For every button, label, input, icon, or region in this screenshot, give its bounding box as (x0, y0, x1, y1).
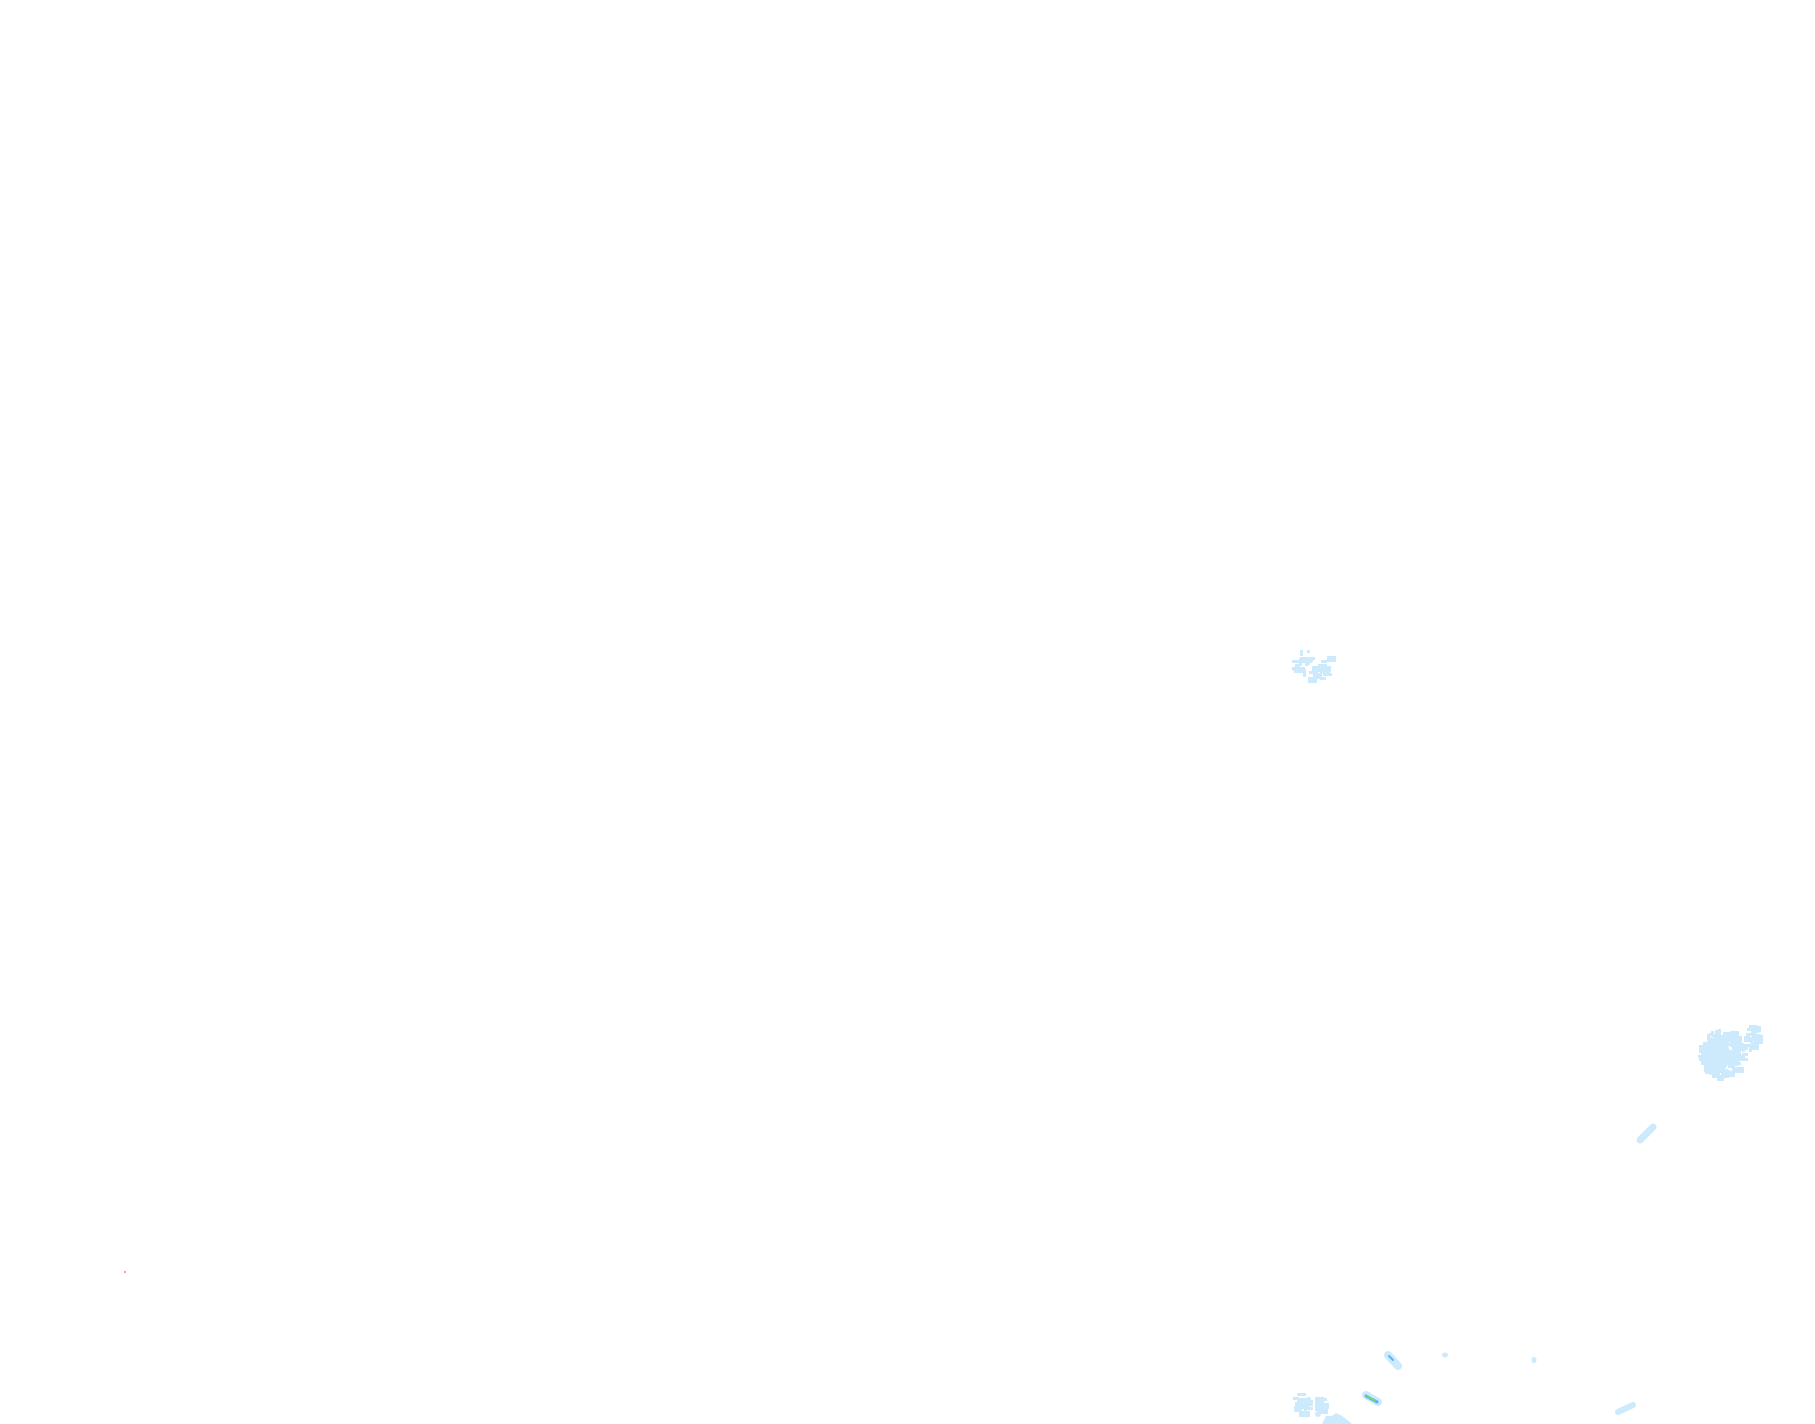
rain-cell (1327, 656, 1336, 662)
rain-cell (1321, 667, 1324, 670)
rain-cell (1297, 1393, 1306, 1396)
rain-cell (1728, 1058, 1737, 1061)
rain-cell (1723, 1032, 1732, 1035)
rain-cell (1732, 1048, 1741, 1054)
rain-cell (1307, 650, 1310, 653)
rain-cell (1320, 677, 1326, 680)
rain-cell (1729, 1071, 1735, 1077)
rain-cell (1754, 1041, 1763, 1044)
rain-cell (1707, 1034, 1710, 1040)
rain-cell (1307, 1397, 1310, 1400)
rain-cell (1312, 666, 1315, 669)
rain-core (1388, 1355, 1394, 1361)
rain-cell (1303, 671, 1306, 677)
rain-cell (1712, 1034, 1721, 1037)
rain-cell (1305, 663, 1308, 666)
rain-cell (1327, 670, 1330, 673)
rain-cell (1299, 1402, 1302, 1408)
rain-cell (1738, 1044, 1747, 1047)
rain-cell (1306, 1403, 1309, 1409)
rain-cell (1300, 650, 1303, 656)
rain-cell (1723, 1075, 1729, 1078)
rain-cell (1753, 1035, 1762, 1041)
rain-core-moderate (1366, 1395, 1376, 1402)
rain-cell (1317, 1404, 1326, 1407)
medium-precipitation-layer (1364, 1355, 1394, 1404)
rain-cell (1709, 1033, 1712, 1036)
rain-cell (1702, 1037, 1730, 1073)
rain-cell (1299, 667, 1305, 673)
rain-cell (1740, 1047, 1743, 1050)
rain-cell (1295, 664, 1298, 667)
rain-cell (1309, 671, 1318, 674)
rain-cell (1321, 660, 1327, 663)
rain-cell (1531, 1357, 1537, 1363)
rain-cell (1729, 1050, 1732, 1053)
rain-cell (1714, 1075, 1717, 1078)
rain-cell (1719, 1035, 1728, 1041)
rain-cell (1739, 1058, 1748, 1061)
rain-cell (1747, 1033, 1756, 1036)
rain-cell (1313, 673, 1322, 679)
rain-cell (1735, 1067, 1744, 1073)
rain-cell (1739, 1036, 1742, 1039)
rain-cell (1294, 1406, 1300, 1412)
rain-cell (1308, 679, 1311, 682)
rain-cell (1733, 1054, 1739, 1057)
rain-cell (1730, 1041, 1736, 1047)
rain-cell (1732, 1045, 1741, 1048)
rain-cell (1749, 1025, 1758, 1031)
light-precipitation-layer (1292, 650, 1763, 1424)
rain-cell (1732, 1062, 1741, 1065)
rain-cell (1747, 1028, 1750, 1031)
rain-cell (1312, 657, 1315, 660)
rain-cell (1701, 1062, 1704, 1065)
rain-band (1636, 1123, 1657, 1144)
rain-cell (1727, 1061, 1736, 1064)
rain-cell (1718, 1029, 1721, 1035)
rain-cell (1750, 1037, 1753, 1043)
location-marker-layer (124, 1271, 126, 1273)
rain-cell (1728, 1036, 1731, 1042)
rain-band (1615, 1402, 1636, 1415)
rain-cell (1738, 1046, 1741, 1049)
rain-cell (1728, 1062, 1734, 1068)
rain-cell (1739, 1047, 1748, 1050)
rain-cell (1717, 1075, 1723, 1078)
rain-cell (1303, 1405, 1306, 1408)
rain-cell (1721, 1070, 1730, 1076)
rain-cell (1292, 660, 1301, 663)
rain-cell (1751, 1030, 1757, 1033)
rain-cell (1316, 669, 1322, 672)
rain-cell (1315, 1411, 1321, 1417)
rain-cell (1294, 667, 1300, 673)
rain-cell (1742, 1053, 1748, 1056)
rain-cell (1442, 1352, 1448, 1358)
location-marker (124, 1271, 126, 1273)
rain-cell (1300, 657, 1309, 663)
rain-cell (1307, 662, 1310, 665)
rain-cell (1319, 1408, 1328, 1414)
rain-cell (1323, 673, 1332, 676)
rain-cell (1744, 1036, 1750, 1042)
rain-cell (1314, 671, 1317, 677)
rain-cell (1306, 660, 1312, 663)
rain-cell (1297, 1398, 1306, 1401)
rain-cell (1699, 1048, 1702, 1051)
rain-cell (1315, 1405, 1321, 1411)
rain-cell (1751, 1042, 1757, 1048)
rain-cell (1731, 1053, 1734, 1056)
rain-cell (1293, 1397, 1299, 1400)
rain-cell (1318, 1398, 1327, 1401)
rain-cell (1305, 1401, 1308, 1404)
rain-cell (1742, 1049, 1745, 1052)
rain-cell (1308, 677, 1317, 683)
rain-cell (1734, 1032, 1737, 1038)
rain-cell (1303, 1411, 1309, 1417)
rain-cell (1734, 1038, 1740, 1041)
rain-cell (1322, 1413, 1352, 1424)
